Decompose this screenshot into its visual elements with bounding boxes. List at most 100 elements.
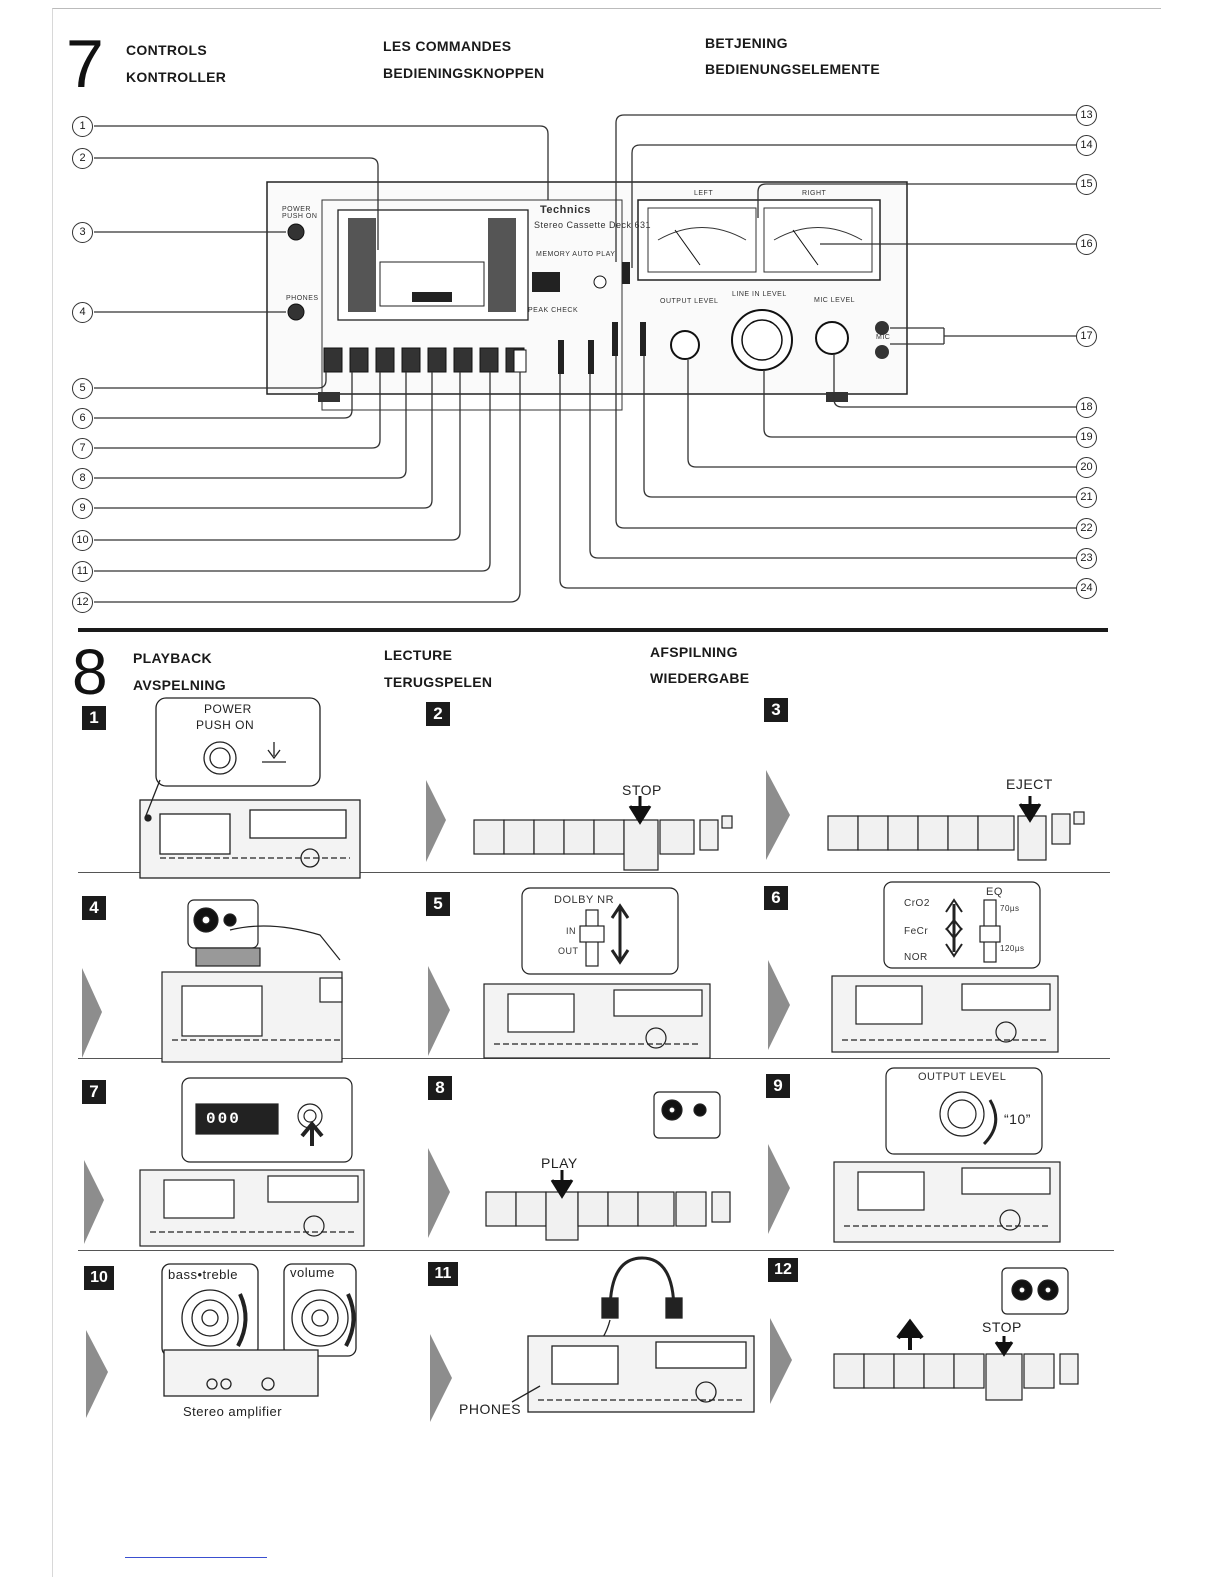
controls-diagram [94,114,1078,603]
deck-power-label: POWER PUSH ON [282,206,318,220]
step12-stop-label: STOP [982,1319,1022,1335]
step6-70us-label: 70µs [1000,904,1020,913]
step-6-badge: 6 [764,886,788,910]
callout-12: 12 [72,592,93,613]
step6-nor-label: NOR [904,952,928,963]
callout-20: 20 [1076,457,1097,478]
callout-14: 14 [1076,135,1097,156]
step2-stop-label: STOP [622,782,662,798]
step-4-badge: 4 [82,896,106,920]
step10-amp-label: Stereo amplifier [183,1404,283,1419]
callout-5: 5 [72,378,93,399]
callout-19: 19 [1076,427,1097,448]
callout-2: 2 [72,148,93,169]
title-terugspelen: TERUGSPELEN [384,674,493,690]
arrow-6 [768,960,790,1050]
step6-cro2-label: CrO2 [904,898,930,909]
step-9-badge: 9 [766,1074,790,1098]
title-les-commandes: LES COMMANDES [383,38,512,54]
callout-13: 13 [1076,105,1097,126]
callout-22: 22 [1076,518,1097,539]
deck-mic-label: MIC [876,334,891,341]
title-bedieningsknoppen: BEDIENINGSKNOPPEN [383,65,545,81]
callout-4: 4 [72,302,93,323]
arrow-8 [428,1148,450,1238]
step10-volume-label: volume [290,1265,335,1280]
step5-out-label: OUT [558,946,579,956]
step5-dolby-title: DOLBY NR [554,894,615,906]
deck-right-label: RIGHT [802,190,827,197]
section-divider [78,628,1108,632]
step-5-badge: 5 [426,892,450,916]
callout-16: 16 [1076,234,1097,255]
step6-eq-title: EQ [986,886,1003,898]
arrow-9 [768,1144,790,1234]
step6-fecr-label: FeCr [904,926,929,937]
callout-21: 21 [1076,487,1097,508]
title-avspelning: AVSPELNING [133,677,226,693]
deck-miclevel-label: MIC LEVEL [814,297,856,304]
deck-model: Stereo Cassette Deck 631 [534,220,652,230]
arrow-2 [426,780,446,862]
callout-8: 8 [72,468,93,489]
callout-23: 23 [1076,548,1097,569]
step1-pushon-label: PUSH ON [196,718,255,732]
step3-eject-label: EJECT [1006,776,1053,792]
arrow-10 [86,1330,108,1418]
arrow-3 [766,770,790,860]
deck-phones-label: PHONES [286,295,319,302]
arrow-7 [84,1160,104,1244]
title-playback: PLAYBACK [133,650,212,666]
step9-value-label: “10” [1004,1111,1031,1127]
callout-17: 17 [1076,326,1097,347]
deck-linein-label: LINE IN LEVEL [732,291,787,298]
title-wiedergabe: WIEDERGABE [650,670,750,686]
row-divider-3 [78,1250,1114,1251]
arrow-11 [430,1334,452,1422]
callout-1: 1 [72,116,93,137]
step8-play-label: PLAY [541,1155,578,1171]
title-lecture: LECTURE [384,647,453,663]
title-controls: CONTROLS [126,42,207,58]
callout-9: 9 [72,498,93,519]
deck-memory-label: MEMORY AUTO PLAY [536,251,616,258]
step5-in-label: IN [566,926,576,936]
callout-15: 15 [1076,174,1097,195]
step-3-badge: 3 [764,698,788,722]
step11-phones-label: PHONES [459,1401,522,1417]
step-12-badge: 12 [768,1258,798,1282]
deck-output-label: OUTPUT LEVEL [660,298,719,305]
title-kontroller: KONTROLLER [126,69,227,85]
step6-120us-label: 120µs [1000,944,1025,953]
title-betjening: BETJENING [705,35,788,51]
step-1-badge: 1 [82,706,106,730]
title-afspilning: AFSPILNING [650,644,738,660]
step-8-badge: 8 [428,1076,452,1100]
step1-power-label: POWER [204,702,252,716]
title-bedienungselemente: BEDIENUNGSELEMENTE [705,61,880,77]
callout-18: 18 [1076,397,1097,418]
arrow-12 [770,1318,792,1404]
step9-output-title: OUTPUT LEVEL [918,1071,1007,1083]
deck-peak-label: PEAK CHECK [528,307,579,314]
deck-brand: Technics [540,204,591,216]
callout-10: 10 [72,530,93,551]
callout-7: 7 [72,438,93,459]
arrow-5 [428,966,450,1056]
step-7-badge: 7 [82,1080,106,1104]
arrow-4 [82,968,102,1058]
step-2-badge: 2 [426,702,450,726]
step10-bass-label: bass•treble [168,1267,239,1282]
step-10-badge: 10 [84,1266,114,1290]
callout-11: 11 [72,561,93,582]
section-7-number: 7 [66,26,104,102]
row-divider-1 [78,872,1110,873]
section-8-number: 8 [72,636,108,708]
step-11-badge: 11 [428,1262,458,1286]
step7-counter-display: 000 [206,1110,241,1128]
footer-link-underline [125,1557,267,1558]
callout-6: 6 [72,408,93,429]
callout-3: 3 [72,222,93,243]
callout-24: 24 [1076,578,1097,599]
